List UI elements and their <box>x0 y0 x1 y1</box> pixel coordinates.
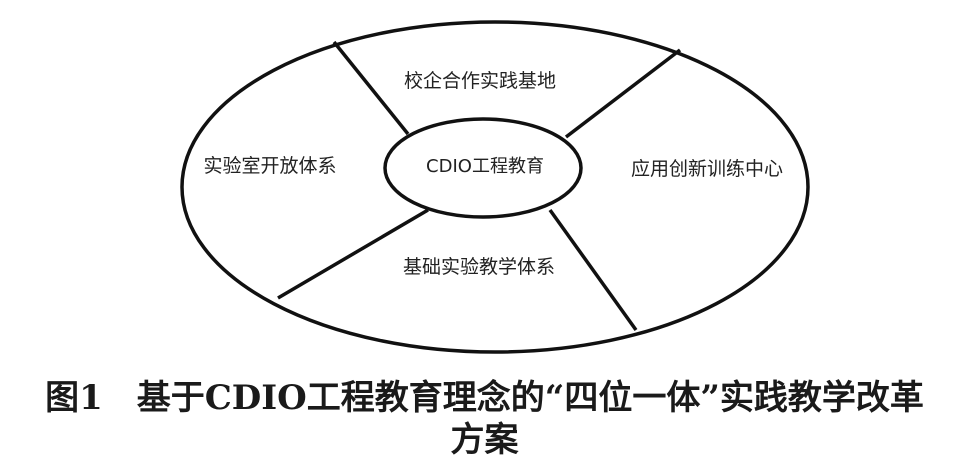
segment-label-bottom: 基础实验教学体系 <box>403 256 555 278</box>
segment-label-right: 应用创新训练中心 <box>631 158 783 180</box>
four-in-one-diagram: 校企合作实践基地 实验室开放体系 应用创新训练中心 基础实验教学体系 CDIO工… <box>180 20 810 354</box>
center-ellipse <box>383 117 583 219</box>
figure-caption-line2: 方案 <box>450 420 519 460</box>
divider-bottom-right <box>548 208 638 332</box>
divider-top-left <box>332 40 410 136</box>
center-label: CDIO工程教育 <box>426 156 544 177</box>
divider-bottom-left <box>277 208 429 300</box>
figure-caption-line1: 图1 基于CDIO工程教育理念的“四位一体”实践教学改革 <box>45 378 924 418</box>
segment-label-left: 实验室开放体系 <box>203 155 336 177</box>
segment-label-top: 校企合作实践基地 <box>404 70 556 92</box>
divider-top-right <box>564 48 682 139</box>
